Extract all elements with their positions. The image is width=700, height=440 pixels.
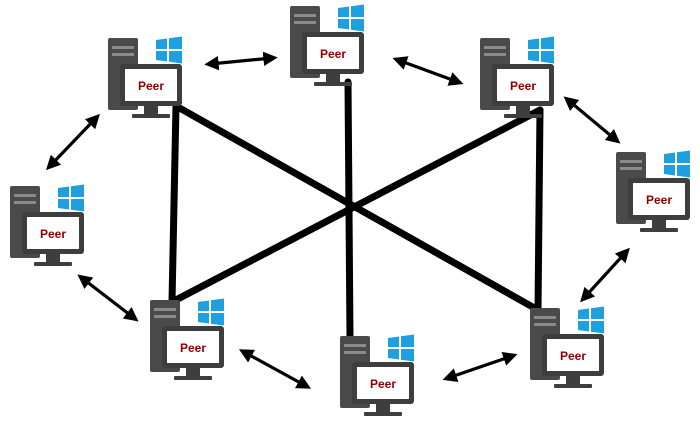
mesh-connections [168,78,544,342]
peer-top-right: Peer [480,36,554,118]
bidirectional-arrow-peer-left-peer-top-left [46,113,100,171]
desktop-computer-icon [340,336,414,416]
bidirectional-arrow-peer-top-center-peer-top-right [392,56,464,86]
desktop-computer-icon [150,300,224,380]
peer-bottom-left: Peer [150,298,224,380]
desktop-computer-icon [290,6,364,86]
windows-logo-icon [198,298,224,326]
windows-logo-icon [528,36,554,64]
bidirectional-arrow-peer-bottom-right-peer-bottom-center [442,351,518,383]
peer-label: Peer [510,79,536,93]
peer-label: Peer [320,47,346,61]
mesh-link-peer-top-right-peer-bottom-right [534,106,544,314]
bidirectional-arrow-peer-top-right-peer-right [563,96,621,144]
peer-label: Peer [138,79,164,93]
mesh-link-peer-top-left-peer-bottom-left [168,102,180,306]
peer-label: Peer [560,349,586,363]
peer-bottom-right: Peer [530,306,604,388]
desktop-computer-icon [480,38,554,118]
peer-label: Peer [40,227,66,241]
peer-top-left: Peer [108,36,182,118]
bidirectional-arrow-peer-bottom-left-peer-left [77,274,139,322]
peer-label: Peer [646,193,672,207]
peer-bottom-center: Peer [340,334,414,416]
ring-connections [46,51,630,389]
windows-logo-icon [156,36,182,64]
desktop-computer-icon [530,308,604,388]
peer-top-center: Peer [290,4,364,86]
windows-logo-icon [58,184,84,212]
windows-logo-icon [338,4,364,32]
windows-logo-icon [664,150,690,178]
bidirectional-arrow-peer-right-peer-bottom-right [580,247,630,303]
desktop-computer-icon [10,186,84,266]
desktop-computer-icon [616,152,690,232]
peer-right: Peer [616,150,690,232]
mesh-link-peer-top-right-peer-bottom-left [168,106,544,306]
mesh-link-peer-top-center-peer-bottom-center [344,78,354,342]
bidirectional-arrow-peer-top-left-peer-top-center [204,51,278,71]
windows-logo-icon [578,306,604,334]
bidirectional-arrow-peer-bottom-center-peer-bottom-left [238,349,312,389]
peer-label: Peer [370,377,396,391]
desktop-computer-icon [108,38,182,118]
peer-left: Peer [10,184,84,266]
peer-label: Peer [180,341,206,355]
windows-logo-icon [388,334,414,362]
